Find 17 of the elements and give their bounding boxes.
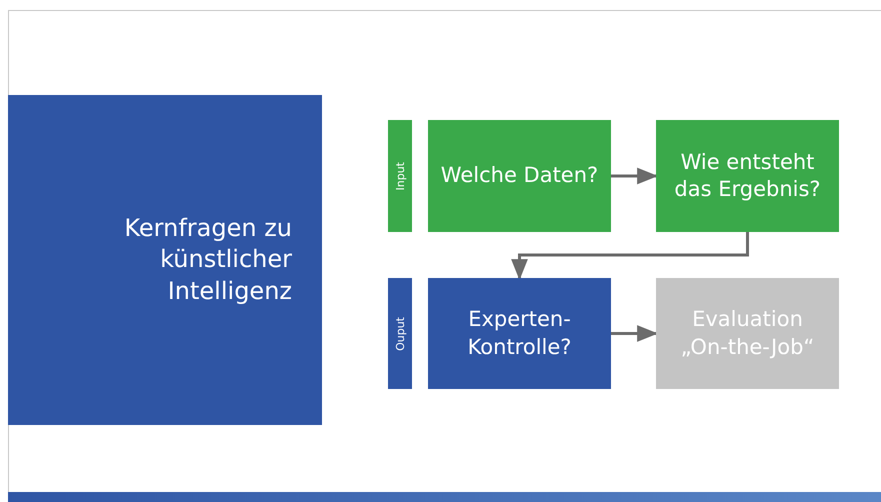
process-box (656, 120, 839, 232)
box-text: Wie entsteht das Ergebnis? (673, 148, 822, 203)
process-box (428, 120, 611, 232)
box-text: Experten- Kontrolle? (466, 306, 572, 360)
box-text: Welche Daten? (440, 162, 598, 190)
title-panel (8, 95, 322, 425)
process-box (656, 278, 839, 389)
arrow (511, 232, 749, 280)
panel-title: Kernfragen zu künstlicher Intelligenz (123, 213, 292, 307)
input-bar (388, 120, 412, 232)
arrow (611, 168, 658, 184)
side-label: Input (394, 162, 406, 190)
side-label: Ouput (394, 316, 406, 350)
box-text: Evaluation „On-the-Job“ (680, 306, 816, 360)
output-bar (388, 278, 412, 389)
arrow (611, 325, 658, 342)
process-box (428, 278, 611, 389)
